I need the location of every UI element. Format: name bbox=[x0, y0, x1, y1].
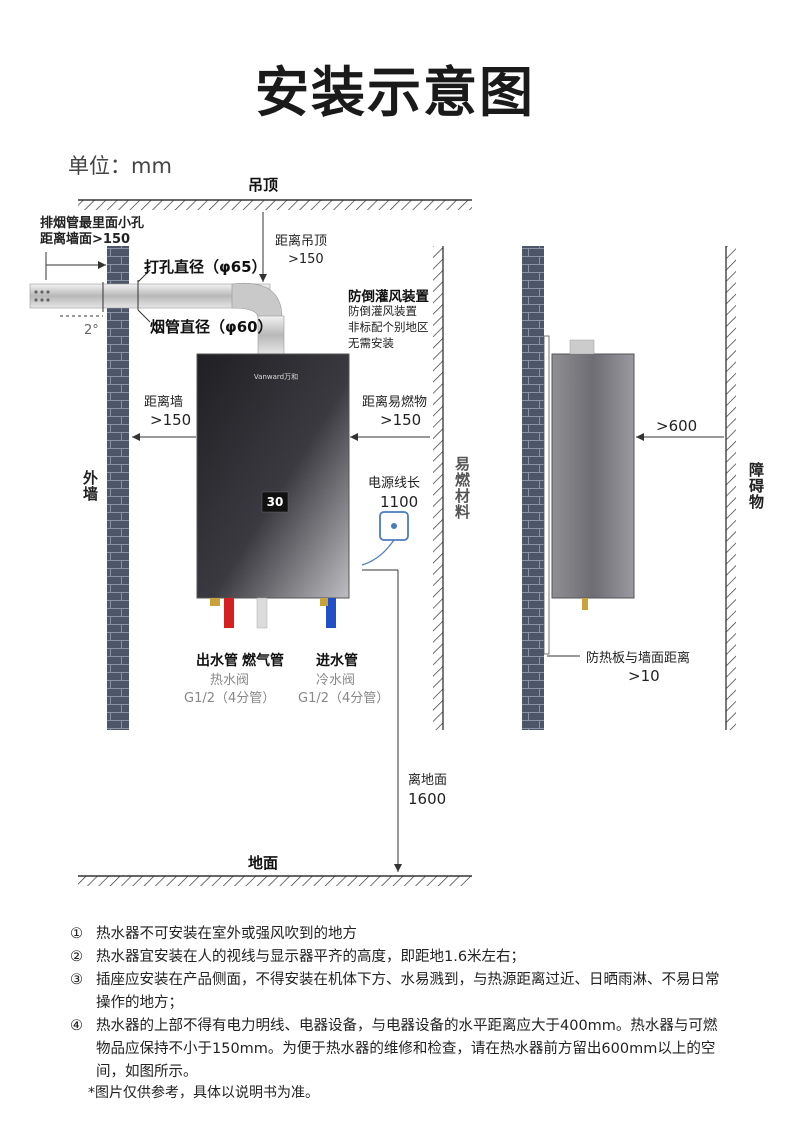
unit-label: 单位：mm bbox=[68, 154, 172, 178]
backdraft-title: 防倒灌风装置 bbox=[348, 289, 429, 305]
valve-cold bbox=[320, 598, 328, 606]
side-heater-body bbox=[551, 353, 635, 599]
heater-brand-logo: Vanward万和 bbox=[253, 373, 299, 381]
cord-length-label-1: 电源线长 bbox=[368, 476, 421, 491]
flammable-distance-label-1: 距离易燃物 bbox=[362, 395, 428, 410]
front-distance-label: >600 bbox=[656, 417, 698, 435]
shield-distance-label-1: 防热板与墙面距离 bbox=[586, 651, 691, 666]
drill-diameter-label: 打孔直径（φ65） bbox=[144, 258, 267, 276]
backdraft-note-2: 非标配个别地区 bbox=[348, 320, 429, 334]
gas-pipe-label: 燃气管 bbox=[242, 653, 284, 669]
flue-inner-label-1: 排烟管最里面小孔 bbox=[40, 216, 145, 231]
flue-pipe bbox=[29, 283, 271, 309]
backdraft-note-1: 防倒灌风装置 bbox=[348, 304, 417, 318]
flue-inner-label-2: 距离墙面>150 bbox=[40, 232, 131, 247]
slope-label: 2° bbox=[84, 323, 99, 338]
cord-length-label-2: 1100 bbox=[380, 493, 419, 511]
side-heater-flue bbox=[569, 339, 595, 355]
floor-label: 地面 bbox=[248, 854, 279, 872]
flue-vertical-pipe bbox=[257, 315, 285, 355]
flammable-wall-hatch bbox=[433, 246, 443, 730]
inlet-pipe-label: 进水管 bbox=[316, 653, 358, 669]
ceiling-hatch bbox=[78, 200, 472, 210]
flue-elbow bbox=[231, 282, 283, 319]
gas-pipe bbox=[256, 597, 268, 629]
backdraft-note-3: 无需安装 bbox=[348, 336, 394, 350]
power-cord bbox=[361, 539, 395, 566]
pipe-diameter-label: 烟管直径（φ60） bbox=[150, 318, 273, 336]
side-wall-brick bbox=[522, 246, 544, 730]
floor-hatch bbox=[78, 876, 472, 886]
ceiling-distance-label-2: >150 bbox=[288, 252, 324, 267]
shield-distance-label-2: >10 bbox=[628, 667, 660, 685]
outer-wall-label: 外墙 bbox=[81, 470, 99, 502]
cold-valve-label-2: G1/2（4分管） bbox=[298, 691, 390, 706]
cold-valve-label-1: 冷水阀 bbox=[316, 673, 356, 688]
floor-distance-label-2: 1600 bbox=[408, 790, 447, 808]
cold-pipe bbox=[326, 598, 336, 628]
obstacle-wall-hatch bbox=[726, 246, 736, 730]
flammable-material-label: 易燃材料 bbox=[453, 456, 471, 520]
heater-body bbox=[196, 353, 350, 599]
wall-distance-label-2: >150 bbox=[150, 411, 192, 429]
flue-vent-holes bbox=[34, 290, 50, 302]
hot-valve-label-2: G1/2（4分管） bbox=[184, 691, 276, 706]
wall-distance-label-1: 距离墙 bbox=[144, 395, 184, 410]
page-title: 安装示意图 bbox=[255, 61, 535, 124]
floor-distance-label-1: 离地面 bbox=[408, 773, 448, 788]
side-heater-bottom bbox=[582, 598, 588, 610]
heater-display: 30 bbox=[266, 495, 284, 509]
ceiling-label: 吊顶 bbox=[248, 176, 279, 194]
disclaimer: *图片仅供参考，具体以说明书为准。 bbox=[88, 1085, 319, 1101]
display-frame bbox=[261, 491, 289, 513]
obstacle-label: 障碍物 bbox=[747, 462, 765, 510]
outlet-pipe-label: 出水管 bbox=[196, 653, 238, 669]
hot-pipe bbox=[224, 598, 234, 628]
flammable-distance-label-2: >150 bbox=[380, 411, 422, 429]
hot-valve-label-1: 热水阀 bbox=[210, 673, 250, 688]
outer-wall-brick bbox=[107, 246, 129, 730]
ceiling-distance-label-1: 距离吊顶 bbox=[275, 234, 328, 249]
heat-shield bbox=[543, 335, 550, 655]
valve-hot bbox=[210, 598, 220, 606]
